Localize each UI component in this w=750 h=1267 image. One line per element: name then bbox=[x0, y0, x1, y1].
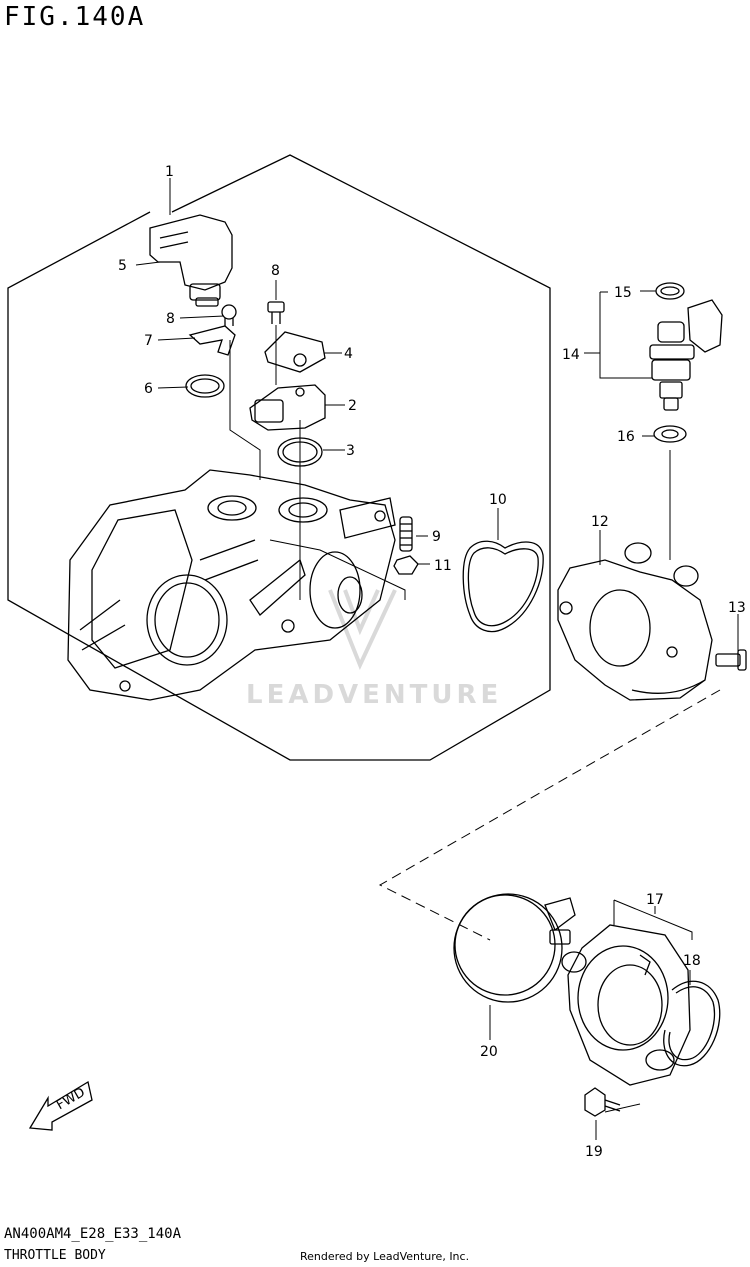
part-8-screw-right bbox=[267, 301, 285, 324]
throttle-body bbox=[67, 469, 396, 701]
figure-name: THROTTLE BODY bbox=[4, 1248, 106, 1263]
callout-16: 16 bbox=[617, 429, 635, 445]
watermark: LEADVENTURE bbox=[246, 680, 503, 710]
callout-9: 9 bbox=[432, 529, 441, 545]
part-18-oring bbox=[663, 980, 721, 1067]
part-16-seal bbox=[653, 425, 687, 443]
callout-14: 14 bbox=[562, 347, 580, 363]
part-17-adapter bbox=[561, 924, 691, 1086]
callout-labels: 1 2 3 4 5 6 7 8 8 9 10 11 12 13 14 15 16… bbox=[54, 164, 746, 1160]
part-2-sensor bbox=[249, 384, 326, 431]
callout-10: 10 bbox=[489, 492, 507, 508]
fwd-arrow bbox=[28, 1080, 93, 1131]
callout-3: 3 bbox=[346, 443, 355, 459]
callout-6: 6 bbox=[144, 381, 153, 397]
part-14-injector bbox=[649, 299, 723, 411]
leader-lines bbox=[135, 178, 739, 1140]
watermark-logo bbox=[328, 589, 397, 671]
callout-8-right: 8 bbox=[271, 263, 280, 279]
callout-11: 11 bbox=[434, 558, 452, 574]
fwd-label: FWD bbox=[54, 1085, 88, 1113]
part-13-bolt bbox=[715, 649, 747, 671]
figure-code: AN400AM4_E28_E33_140A bbox=[4, 1226, 182, 1242]
callout-12: 12 bbox=[591, 514, 609, 530]
part-8-screw-left bbox=[221, 304, 237, 326]
part-12-intake-pipe bbox=[557, 542, 713, 701]
part-15-oring bbox=[655, 282, 685, 300]
callout-4: 4 bbox=[344, 346, 353, 362]
rendered-by-text: Rendered by LeadVenture, Inc. bbox=[300, 1250, 470, 1263]
figure-title: FIG.140A bbox=[4, 2, 146, 32]
part-20-clamp bbox=[453, 893, 576, 1003]
callout-18: 18 bbox=[683, 953, 701, 969]
assembly-outline bbox=[7, 154, 551, 761]
callout-2: 2 bbox=[348, 398, 357, 414]
callout-7: 7 bbox=[144, 333, 153, 349]
callout-8-left: 8 bbox=[166, 311, 175, 327]
callout-19: 19 bbox=[585, 1144, 603, 1160]
part-9-spring bbox=[399, 516, 413, 552]
part-5-sensor bbox=[149, 214, 233, 307]
callout-5: 5 bbox=[118, 258, 127, 274]
callout-17: 17 bbox=[646, 892, 664, 908]
part-4-plate bbox=[264, 331, 326, 373]
part-10-gasket bbox=[462, 540, 544, 633]
part-7-bracket bbox=[188, 325, 236, 356]
callout-15: 15 bbox=[614, 285, 632, 301]
callout-1: 1 bbox=[165, 164, 174, 180]
callout-20: 20 bbox=[480, 1044, 498, 1060]
part-11-nut bbox=[393, 555, 419, 575]
part-19-screw bbox=[584, 1087, 621, 1117]
part-6-oring bbox=[185, 374, 225, 398]
callout-13: 13 bbox=[728, 600, 746, 616]
